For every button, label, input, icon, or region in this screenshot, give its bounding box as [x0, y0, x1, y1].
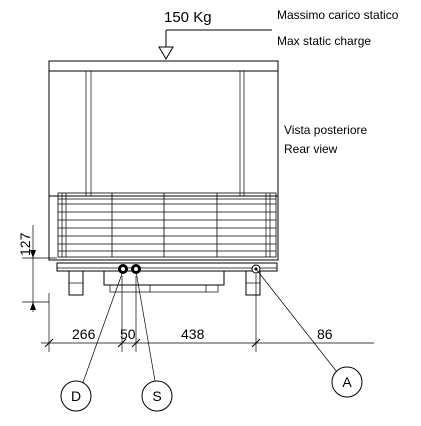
callout-s-label: S	[152, 388, 161, 404]
load-arrow	[158, 29, 272, 60]
load-label-english: Max static charge	[277, 34, 371, 48]
view-label-english: Rear view	[284, 142, 338, 156]
view-label-italian: Vista posteriore	[284, 123, 367, 137]
callout-a	[255, 268, 363, 398]
height-dimension	[22, 225, 57, 312]
base-frame	[56, 262, 278, 293]
drain-fitting-d	[118, 264, 128, 274]
dimension-86: 86	[317, 326, 333, 342]
supply-fitting-s	[131, 264, 141, 274]
load-label-italian: Massimo carico statico	[277, 8, 399, 22]
ventilation-grille	[48, 192, 279, 261]
dimension-50: 50	[120, 326, 136, 342]
callout-a-label: A	[342, 374, 352, 390]
load-value: 150 Kg	[164, 9, 212, 26]
horizontal-dimension-chain	[41, 274, 374, 352]
right-foot	[245, 270, 261, 296]
cabinet-body	[48, 60, 279, 197]
dimension-438: 438	[181, 326, 205, 342]
left-foot	[68, 270, 84, 296]
callout-s	[135, 270, 173, 412]
callout-d	[60, 270, 124, 412]
height-dimension-label: 127	[17, 232, 33, 256]
dimension-266: 266	[72, 326, 96, 342]
callout-d-label: D	[71, 388, 81, 404]
